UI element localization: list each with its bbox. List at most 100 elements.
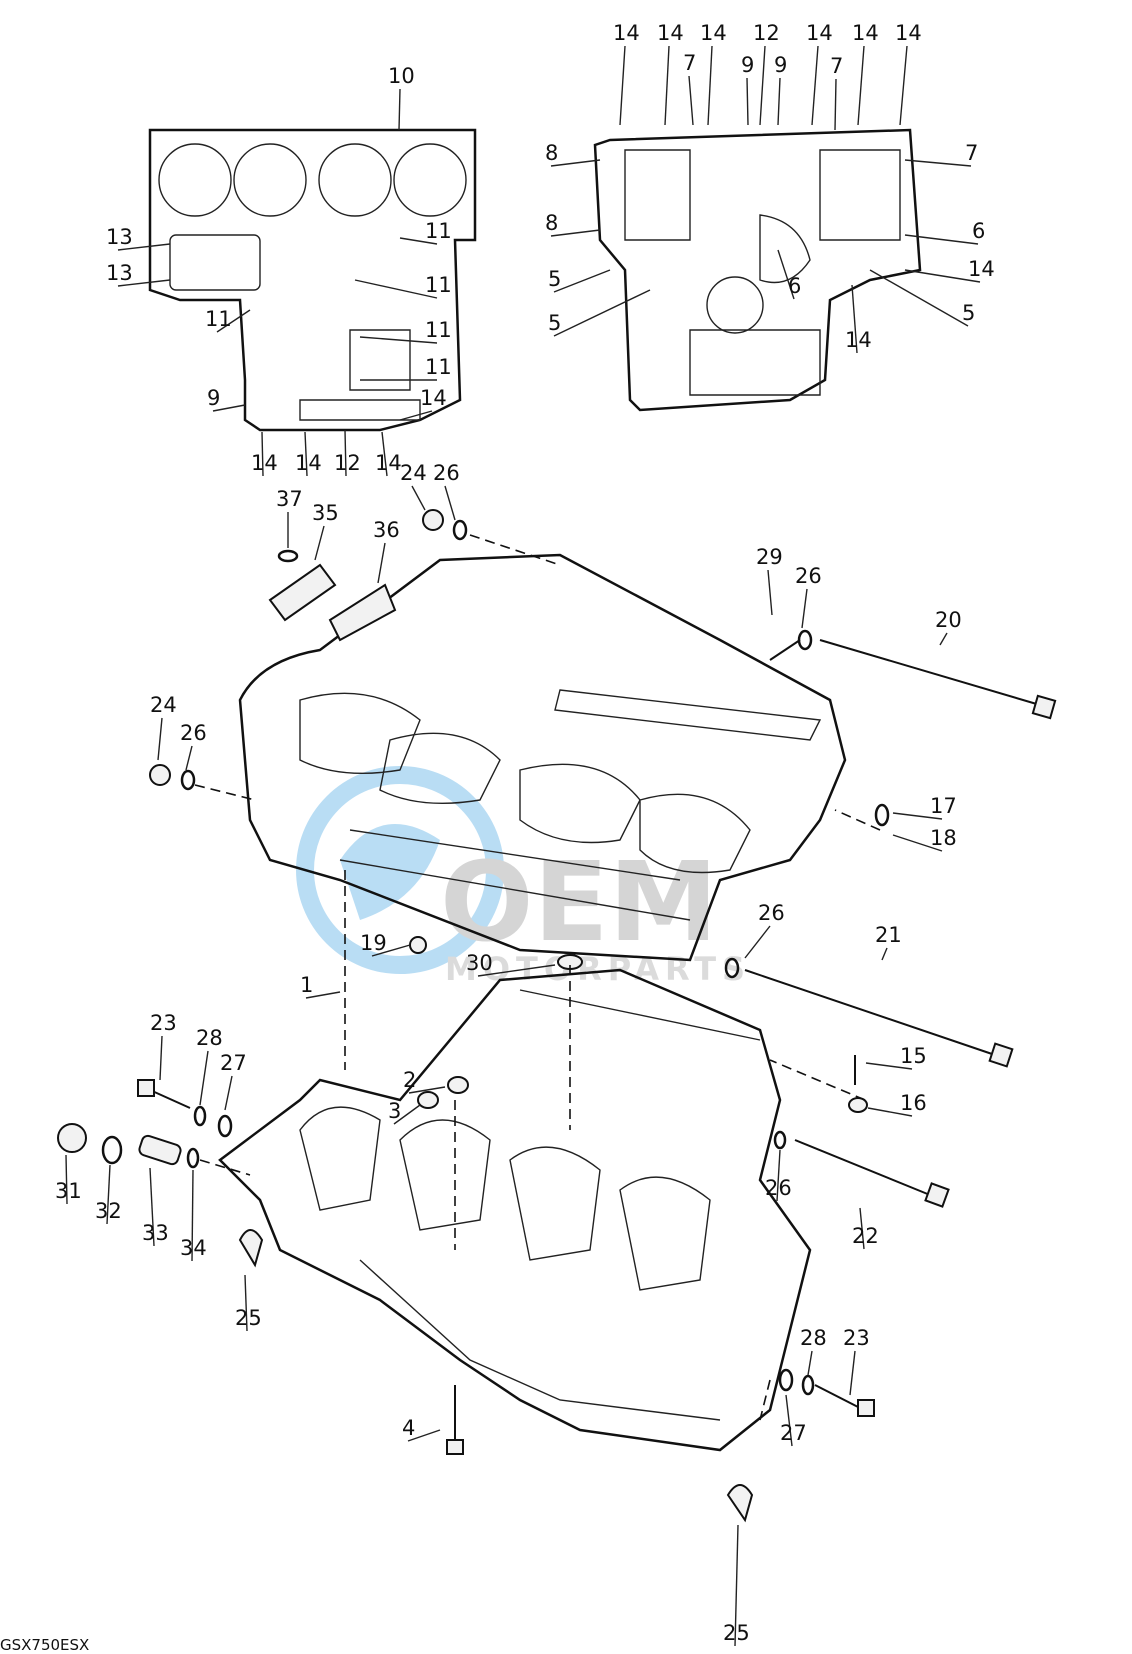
callout-label-7: 7 xyxy=(683,51,696,75)
callout-label-23: 23 xyxy=(843,1326,870,1350)
leader-line-24 xyxy=(157,717,163,761)
nut-24b xyxy=(149,764,171,786)
lower-crankcase-bottom-view xyxy=(593,128,922,412)
callout-label-37: 37 xyxy=(276,487,303,511)
bolt-23b-shaft xyxy=(814,1384,861,1409)
callout-label-8: 8 xyxy=(545,141,558,165)
callout-label-14: 14 xyxy=(375,451,402,475)
leader-line-35 xyxy=(314,525,325,561)
leader-line-5 xyxy=(869,269,969,327)
leader-line-28 xyxy=(807,1350,813,1376)
callout-label-14: 14 xyxy=(700,21,727,45)
callout-label-13: 13 xyxy=(106,225,133,249)
bolt-21-shaft xyxy=(744,969,996,1056)
leader-line-10 xyxy=(398,88,401,131)
leader-line-11 xyxy=(399,237,438,245)
callout-label-10: 10 xyxy=(388,64,415,88)
callout-label-34: 34 xyxy=(180,1236,207,1260)
callout-label-25: 25 xyxy=(723,1621,750,1645)
washer-26c xyxy=(797,629,813,651)
leader-line-14 xyxy=(851,284,858,354)
leader-line-9 xyxy=(212,404,246,412)
leader-line-2 xyxy=(408,1086,446,1094)
leader-line-14 xyxy=(664,45,670,126)
leader-line-3 xyxy=(393,1104,421,1125)
callout-label-5: 5 xyxy=(962,301,975,325)
callout-label-14: 14 xyxy=(852,21,879,45)
callout-label-11: 11 xyxy=(205,307,232,331)
leader-line-14 xyxy=(904,269,981,283)
leader-line-8 xyxy=(550,229,601,237)
washer-26 xyxy=(452,519,468,541)
leader-line-11 xyxy=(216,309,251,333)
leader-line-6 xyxy=(777,249,795,300)
leader-line-24 xyxy=(411,485,426,511)
bolt-23-head xyxy=(137,1079,155,1097)
leader-line-26 xyxy=(185,745,193,771)
callout-label-31: 31 xyxy=(55,1179,82,1203)
leader-line-27 xyxy=(224,1075,233,1111)
leader-line-34 xyxy=(191,1169,194,1262)
leader-line-5 xyxy=(553,269,611,293)
dowel-2 xyxy=(447,1076,469,1094)
leader-line-17 xyxy=(892,812,943,820)
callout-label-14: 14 xyxy=(968,257,995,281)
nut-24 xyxy=(422,509,444,531)
callout-label-26: 26 xyxy=(795,564,822,588)
leader-line-20 xyxy=(939,632,948,646)
washer-27 xyxy=(217,1114,233,1138)
leader-line-8 xyxy=(550,159,601,167)
leader-line-13 xyxy=(117,279,171,287)
callout-label-12: 12 xyxy=(334,451,361,475)
leader-line-9 xyxy=(777,77,781,126)
callout-label-28: 28 xyxy=(196,1026,223,1050)
leader-line-33 xyxy=(149,1167,155,1247)
leader-line-26 xyxy=(444,485,456,521)
leader-line-18 xyxy=(892,834,943,852)
callout-label-14: 14 xyxy=(806,21,833,45)
callout-label-18: 18 xyxy=(930,826,957,850)
watermark-brand: OEM xyxy=(440,838,718,966)
leader-line-26 xyxy=(744,925,771,959)
leader-line-13 xyxy=(117,243,171,251)
leader-line-22 xyxy=(859,1207,865,1250)
screw-37 xyxy=(277,549,299,563)
dowel-29 xyxy=(769,639,801,661)
breather-plate-35 xyxy=(268,563,337,622)
leader-line-29 xyxy=(767,569,773,616)
callout-leader-lines xyxy=(65,45,981,1647)
callout-label-14: 14 xyxy=(895,21,922,45)
leader-line-7 xyxy=(688,75,694,126)
bolt-21-head xyxy=(988,1042,1014,1068)
leader-line-30 xyxy=(477,964,556,977)
cover-25 xyxy=(238,1229,264,1268)
leader-line-1 xyxy=(305,991,341,999)
callout-label-11: 11 xyxy=(425,355,452,379)
leader-line-21 xyxy=(881,947,888,961)
leader-line-11 xyxy=(354,279,438,299)
callout-label-13: 13 xyxy=(106,261,133,285)
bolt-20-shaft xyxy=(819,639,1041,706)
bolt-23-shaft xyxy=(149,1089,191,1109)
o-ring-34 xyxy=(186,1147,200,1169)
callout-label-15: 15 xyxy=(900,1044,927,1068)
callout-label-14: 14 xyxy=(251,451,278,475)
washer-28b xyxy=(801,1374,815,1396)
callout-label-19: 19 xyxy=(360,931,387,955)
callout-label-35: 35 xyxy=(312,501,339,525)
callout-label-28: 28 xyxy=(800,1326,827,1350)
model-code: GSX750ESX xyxy=(0,1636,89,1654)
callout-label-33: 33 xyxy=(142,1221,169,1245)
leader-line-16 xyxy=(867,1107,913,1117)
callout-label-30: 30 xyxy=(466,951,493,975)
callout-label-22: 22 xyxy=(852,1224,879,1248)
leader-line-28 xyxy=(199,1050,209,1106)
callout-label-2: 2 xyxy=(403,1068,416,1092)
bolts-group xyxy=(137,639,1057,1455)
leader-line-14 xyxy=(619,45,626,126)
callout-label-14: 14 xyxy=(845,328,872,352)
washer-26d xyxy=(724,957,740,979)
callout-label-26: 26 xyxy=(765,1176,792,1200)
bolt-4-head xyxy=(446,1439,464,1455)
bolt-22-head xyxy=(924,1182,950,1208)
